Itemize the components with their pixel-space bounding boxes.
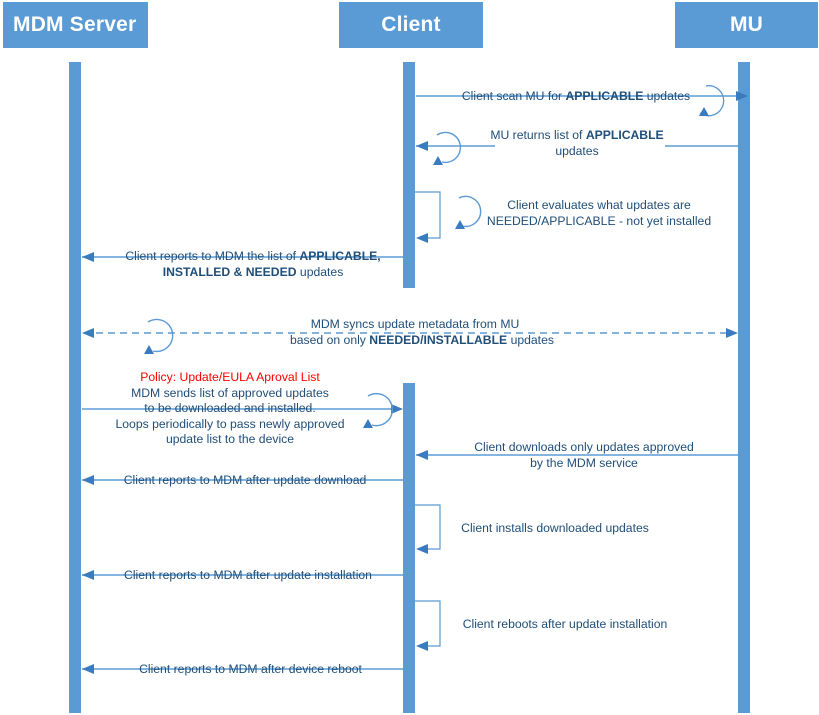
participant-label-mu: MU — [729, 13, 764, 36]
message-label-m10: Client reports to MDM after update insta… — [124, 568, 372, 582]
message-label-m9: Client installs downloaded updates — [461, 521, 649, 535]
lifeline-mdm-server — [69, 62, 81, 713]
self-loop-head-m2 — [433, 156, 443, 165]
arrow-head-m6 — [391, 404, 403, 414]
self-bracket-m9 — [415, 504, 441, 550]
self-loop-head-m6 — [363, 419, 373, 428]
self-loop-head-m3 — [455, 220, 465, 229]
participant-label-client: Client — [381, 13, 441, 36]
self-loop-icon-m2 — [436, 131, 462, 164]
self-loop-icon-m1 — [699, 85, 725, 117]
arrow-head-m5-right — [726, 328, 738, 338]
arrow-head-m9 — [416, 544, 428, 554]
participant-header-client[interactable]: Client — [339, 2, 483, 48]
participant-header-mdm-server[interactable]: MDM Server — [3, 2, 148, 48]
arrow-head-m3 — [416, 233, 428, 243]
participant-header-mu[interactable]: MU — [675, 2, 818, 48]
self-bracket-m3 — [415, 191, 441, 239]
self-bracket-m11 — [415, 600, 441, 647]
message-label-m1: Client scan MU for APPLICABLE updates — [461, 89, 691, 103]
arrow-head-m11 — [416, 641, 428, 651]
arrow-head-m12 — [82, 664, 94, 674]
lifeline-client-upper — [403, 62, 415, 288]
participant-label-mdm-server: MDM Server — [13, 13, 137, 36]
arrow-head-m7 — [416, 450, 428, 460]
message-label-m8: Client reports to MDM after update downl… — [123, 473, 367, 487]
lifeline-client-lower — [403, 383, 415, 713]
message-label-m11: Client reboots after update installation — [462, 617, 668, 631]
self-loop-icon-m6 — [367, 392, 394, 427]
arrow-head-m8 — [82, 475, 94, 485]
arrow-head-m2 — [416, 141, 428, 151]
arrow-head-m4 — [82, 252, 94, 262]
self-loop-icon-m3 — [458, 195, 482, 228]
self-loop-icon-m5 — [147, 318, 174, 353]
arrow-head-m10 — [82, 570, 94, 580]
lifeline-mu — [738, 62, 750, 713]
message-label-m12: Client reports to MDM after device reboo… — [139, 662, 362, 676]
message-label-m4: Client reports to MDM the list of APPLIC… — [125, 249, 381, 279]
self-loop-head-m1 — [699, 107, 709, 116]
self-loop-head-m5 — [144, 345, 154, 354]
arrow-head-m5-left — [82, 328, 94, 338]
